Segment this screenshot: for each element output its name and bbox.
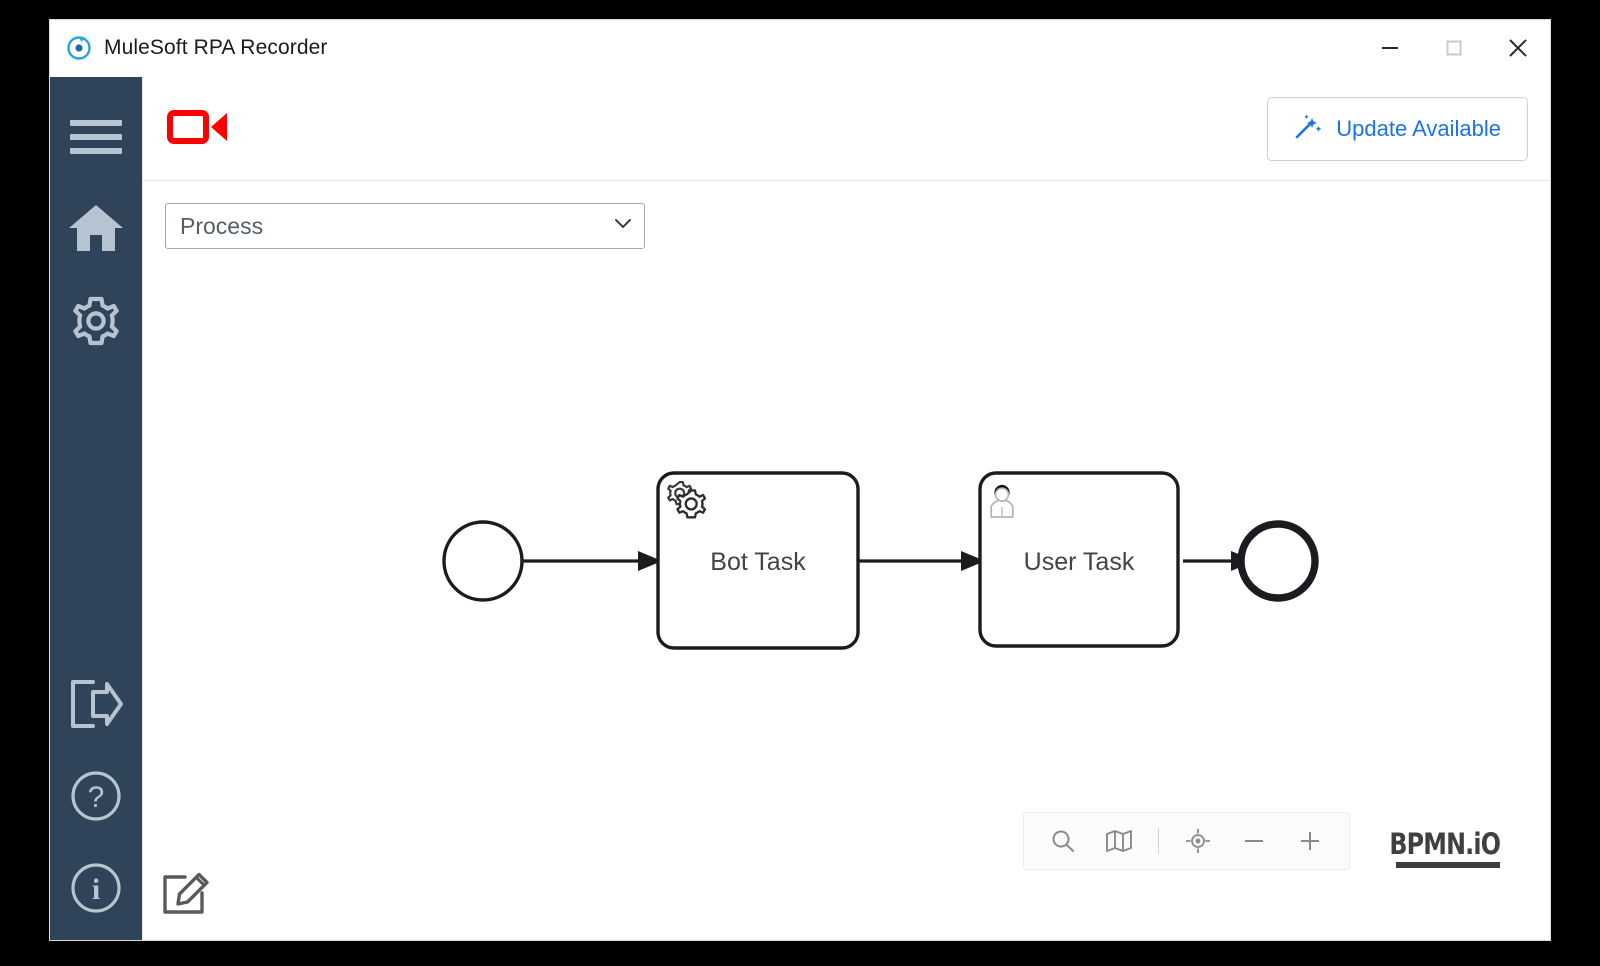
edit-diagram-button[interactable] xyxy=(157,866,213,922)
update-available-label: Update Available xyxy=(1336,115,1501,141)
end-event-shape[interactable] xyxy=(1237,520,1319,602)
plus-icon[interactable] xyxy=(1285,818,1335,864)
sidebar-item-home[interactable] xyxy=(50,183,142,275)
chevron-down-icon xyxy=(614,217,632,236)
process-select[interactable]: Process xyxy=(165,203,645,249)
svg-text:i: i xyxy=(92,873,100,906)
bot-task-label: Bot Task xyxy=(710,548,806,576)
sidebar-item-menu[interactable] xyxy=(50,91,142,183)
top-toolbar: Update Available xyxy=(143,77,1550,181)
video-camera-record-icon xyxy=(167,104,231,153)
mulesoft-logo-icon xyxy=(66,35,92,61)
help-circle-icon: ? xyxy=(69,769,123,823)
gear-icon xyxy=(68,293,124,349)
bpmnio-branding[interactable]: BPMN.iO xyxy=(1365,827,1501,868)
close-icon[interactable] xyxy=(1486,20,1550,76)
bpmn-diagram: Bot Task User Task xyxy=(442,471,1319,650)
info-circle-icon: i xyxy=(69,861,123,915)
start-event-shape[interactable] xyxy=(442,520,524,602)
window-body: ? i xyxy=(50,77,1550,940)
content-area: Update Available Process xyxy=(142,77,1550,940)
bot-task-shape[interactable]: Bot Task xyxy=(656,471,860,650)
gears-icon xyxy=(667,480,707,519)
update-available-button[interactable]: Update Available xyxy=(1267,96,1528,161)
bpmnio-underline xyxy=(1396,862,1500,868)
user-icon xyxy=(990,484,1014,518)
minus-icon[interactable] xyxy=(1229,818,1279,864)
sidebar-item-logout[interactable] xyxy=(50,658,142,750)
process-select-row: Process xyxy=(143,181,1550,251)
user-task-shape[interactable]: User Task xyxy=(978,471,1180,648)
minimize-icon[interactable] xyxy=(1358,20,1422,76)
svg-text:?: ? xyxy=(88,781,105,814)
title-bar: MuleSoft RPA Recorder xyxy=(50,20,1550,77)
tools-divider xyxy=(1158,828,1159,854)
bpmnio-label: BPMN.iO xyxy=(1389,827,1501,861)
logout-icon xyxy=(67,678,125,730)
edit-pencil-square-icon xyxy=(158,865,212,924)
sidebar-item-info[interactable]: i xyxy=(50,842,142,934)
arrow-head-1 xyxy=(638,551,662,571)
window-controls xyxy=(1358,20,1550,76)
maximize-icon[interactable] xyxy=(1422,20,1486,76)
sidebar: ? i xyxy=(50,77,142,940)
canvas-tools-palette xyxy=(1023,812,1350,870)
user-task-label: User Task xyxy=(1024,548,1135,576)
search-icon[interactable] xyxy=(1038,818,1088,864)
sidebar-item-settings[interactable] xyxy=(50,275,142,367)
bpmn-canvas[interactable]: Bot Task User Task xyxy=(143,251,1550,940)
sidebar-item-help[interactable]: ? xyxy=(50,750,142,842)
home-icon xyxy=(67,201,125,257)
crosshair-target-icon[interactable] xyxy=(1173,818,1223,864)
arrow-head-2 xyxy=(961,551,985,571)
hamburger-menu-icon xyxy=(67,115,125,159)
application-window: MuleSoft RPA Recorder xyxy=(50,20,1550,940)
record-button[interactable] xyxy=(167,105,231,153)
map-icon[interactable] xyxy=(1094,818,1144,864)
window-title: MuleSoft RPA Recorder xyxy=(104,36,328,59)
magic-wand-sparkles-icon xyxy=(1294,112,1322,145)
process-select-value: Process xyxy=(180,212,264,239)
